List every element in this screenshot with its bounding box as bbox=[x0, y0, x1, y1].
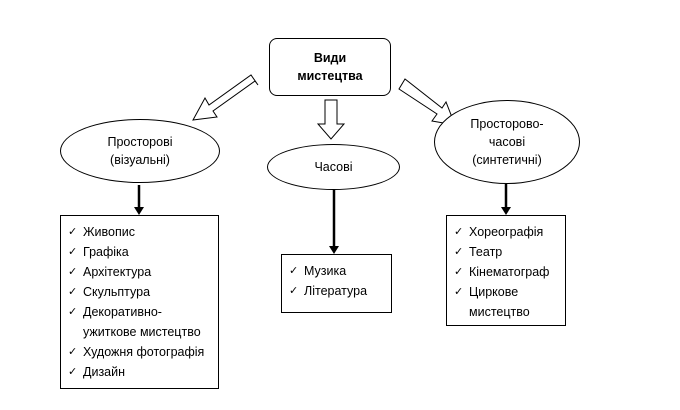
list-item: ✓ Художня фотографія bbox=[67, 342, 218, 362]
check-icon: ✓ bbox=[68, 366, 78, 378]
list-item-text: Декоративно- bbox=[83, 305, 162, 319]
list-item: ✓ Література bbox=[288, 281, 391, 301]
list-item: ✓ Скульптура bbox=[67, 282, 218, 302]
diagram-title-box: Види мистецтва bbox=[269, 38, 391, 96]
block-arrow-left bbox=[192, 74, 259, 121]
list-item-text: Художня фотографія bbox=[83, 345, 205, 359]
check-icon: ✓ bbox=[289, 285, 299, 297]
category-name-line: Часові bbox=[314, 160, 353, 174]
list-item-text: Література bbox=[304, 284, 368, 298]
temporal-arts-list-box: ✓ Музика ✓ Література bbox=[281, 254, 392, 313]
connector-arrow-middle bbox=[329, 190, 339, 254]
check-icon: ✓ bbox=[68, 346, 78, 358]
list-item: ✓ Кінематограф bbox=[453, 262, 565, 282]
category-name-line: Просторово- bbox=[470, 117, 544, 131]
check-icon: ✓ bbox=[68, 226, 78, 238]
list-item: ✓ Архітектура bbox=[67, 262, 218, 282]
check-icon: ✓ bbox=[68, 286, 78, 298]
check-icon: ✓ bbox=[289, 265, 299, 277]
check-icon: ✓ bbox=[68, 266, 78, 278]
category-name-line: (синтетичні) bbox=[472, 153, 542, 167]
spatial-arts-list-box: ✓ Живопис ✓ Графіка ✓ Архітектура ✓ Скульпту… bbox=[60, 215, 219, 389]
list-item-text: Живопис bbox=[83, 225, 135, 239]
list-item-text: Хореографія bbox=[469, 225, 544, 239]
check-icon: ✓ bbox=[454, 226, 464, 238]
list-item-text: Музика bbox=[304, 264, 347, 278]
category-name-line: (візуальні) bbox=[110, 153, 170, 167]
list-item: ✓ Театр bbox=[453, 242, 565, 262]
title-line-1: Види bbox=[313, 51, 347, 65]
list-item-text: Архітектура bbox=[83, 265, 152, 279]
block-arrow-middle bbox=[316, 99, 346, 140]
list-item-text: Циркове bbox=[469, 285, 519, 299]
list-item: ✓ Декоративно-ужиткове мистецтво bbox=[67, 302, 218, 342]
spatial-arts-list: ✓ Живопис ✓ Графіка ✓ Архітектура ✓ Скульпту… bbox=[67, 222, 218, 382]
list-item: ✓ Хореографія bbox=[453, 222, 565, 242]
list-item-text: мистецтво bbox=[469, 305, 530, 319]
list-item-text: ужиткове мистецтво bbox=[83, 325, 201, 339]
list-item: ✓ Живопис bbox=[67, 222, 218, 242]
list-item: ✓ Графіка bbox=[67, 242, 218, 262]
category-temporal-oval: Часові bbox=[267, 144, 400, 190]
check-icon: ✓ bbox=[454, 286, 464, 298]
category-name-line: Просторові bbox=[107, 135, 173, 149]
spatiotemporal-arts-list-box: ✓ Хореографія ✓ Театр ✓ Кінематограф ✓ Цирко… bbox=[446, 215, 566, 326]
list-item-text: Театр bbox=[469, 245, 503, 259]
list-item-text: Скульптура bbox=[83, 285, 151, 299]
category-spatial-oval: Просторові (візуальні) bbox=[60, 119, 220, 183]
title-line-2: мистецтва bbox=[297, 69, 363, 83]
list-item-text: Кінематограф bbox=[469, 265, 550, 279]
check-icon: ✓ bbox=[68, 246, 78, 258]
connector-arrow-left bbox=[134, 185, 144, 215]
connector-arrow-right bbox=[501, 184, 511, 215]
check-icon: ✓ bbox=[454, 246, 464, 258]
list-item: ✓ Дизайн bbox=[67, 362, 218, 382]
spatiotemporal-arts-list: ✓ Хореографія ✓ Театр ✓ Кінематограф ✓ Цирко… bbox=[453, 222, 565, 322]
category-name-line: часові bbox=[488, 135, 526, 149]
check-icon: ✓ bbox=[68, 306, 78, 318]
list-item-text: Графіка bbox=[83, 245, 129, 259]
list-item: ✓ Музика bbox=[288, 261, 391, 281]
category-spatiotemporal-oval: Просторово- часові (синтетичні) bbox=[434, 100, 580, 184]
temporal-arts-list: ✓ Музика ✓ Література bbox=[288, 261, 391, 301]
check-icon: ✓ bbox=[454, 266, 464, 278]
list-item: ✓ Циркове мистецтво bbox=[453, 282, 565, 322]
list-item-text: Дизайн bbox=[83, 365, 126, 379]
